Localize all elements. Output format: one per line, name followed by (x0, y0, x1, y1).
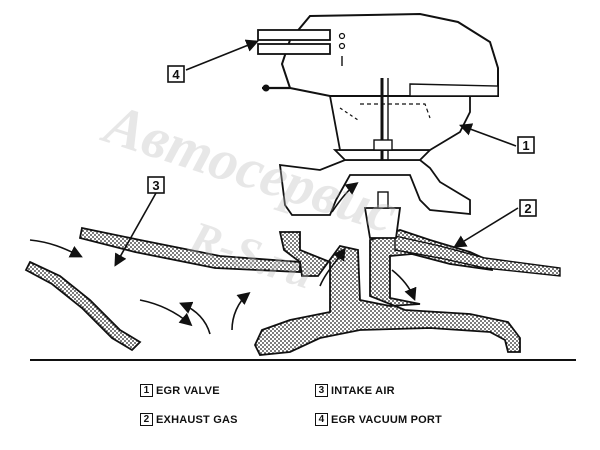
legend-number-box: 3 (315, 384, 328, 397)
intake-flow-arrows (29, 239, 193, 327)
egr-valve (278, 12, 499, 239)
legend-label: INTAKE AIR (331, 384, 395, 397)
legend-label: EGR VACUUM PORT (331, 413, 442, 426)
legend-label: EGR VALVE (156, 384, 220, 397)
intake-runner (24, 226, 301, 352)
legend-number-box: 4 (315, 413, 328, 426)
legend-number-box: 2 (140, 413, 153, 426)
exhaust-flow-arrows (179, 182, 417, 335)
callout-4-number: 4 (172, 67, 180, 82)
legend-item-intake-air: 3 INTAKE AIR (315, 384, 395, 397)
callout-2-number: 2 (524, 201, 531, 216)
callout-2: 2 (453, 199, 537, 248)
callout-3-number: 3 (152, 178, 159, 193)
legend-item-exhaust-gas: 2 EXHAUST GAS (140, 413, 238, 426)
legend-number-box: 1 (140, 384, 153, 397)
legend-label: EXHAUST GAS (156, 413, 238, 426)
callout-1: 1 (458, 123, 535, 154)
callout-4: 4 (167, 39, 259, 83)
legend-item-egr-valve: 1 EGR VALVE (140, 384, 220, 397)
callout-3: 3 (114, 176, 165, 267)
legend-item-egr-vacuum-port: 4 EGR VACUUM PORT (315, 413, 442, 426)
callout-1-number: 1 (522, 138, 529, 153)
manifold-base (254, 229, 561, 356)
